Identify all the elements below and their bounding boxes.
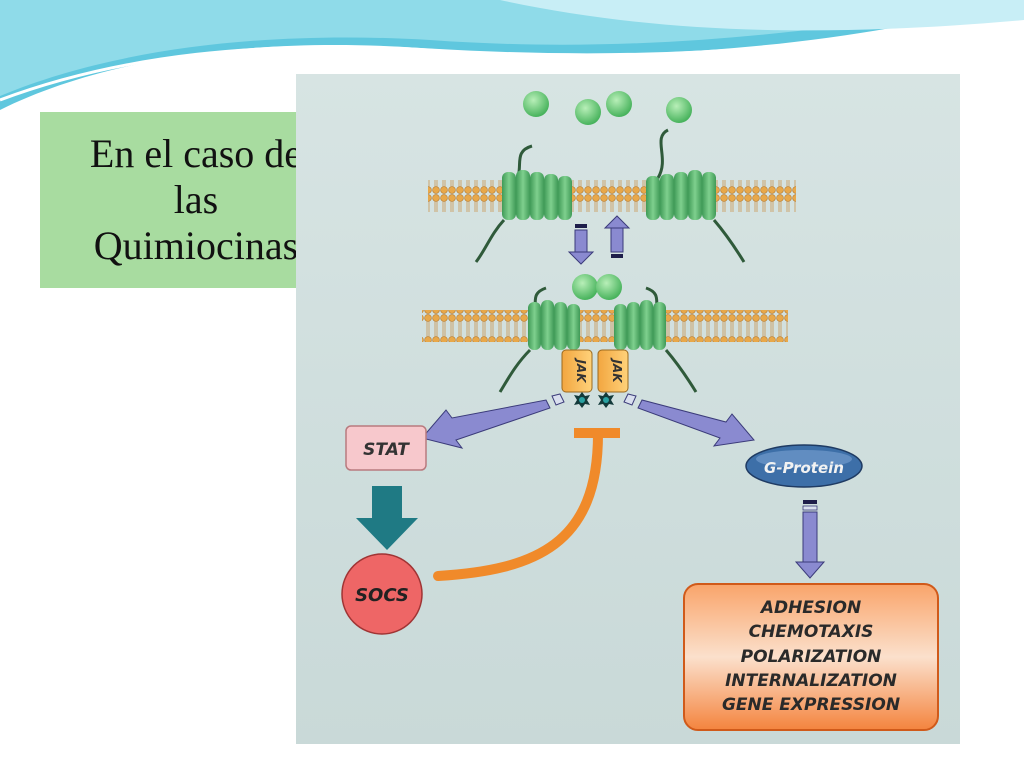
top-wave-decoration xyxy=(0,0,1024,110)
lower-cell-membrane xyxy=(422,310,788,342)
socs-inhibition-line xyxy=(433,428,620,581)
jak-right: JAK xyxy=(597,349,629,393)
outcome-item: GENE EXPRESSION xyxy=(722,695,900,715)
outcomes-box: ADHESION CHEMOTAXIS POLARIZATION INTERNA… xyxy=(683,583,939,731)
gprotein-node: G-Protein xyxy=(745,444,863,488)
receptor-monomer-left xyxy=(474,144,572,263)
jak-left: JAK xyxy=(561,349,593,393)
title-line: Quimiocinas xyxy=(93,223,299,268)
chemokine-ligands xyxy=(523,91,692,125)
stat-label: STAT xyxy=(363,440,410,460)
chemokine-ball xyxy=(575,99,601,125)
outcome-item: CHEMOTAXIS xyxy=(749,622,874,642)
outcome-item: ADHESION xyxy=(759,598,861,618)
stat-node: STAT xyxy=(345,425,427,471)
chemokine-signaling-diagram: JAK JAK STAT xyxy=(341,91,939,731)
chemokine-ball xyxy=(606,91,632,117)
chemokine-ball xyxy=(666,97,692,123)
socs-label: SOCS xyxy=(355,585,409,606)
upper-cell-membrane xyxy=(428,180,796,212)
stat-to-socs-arrow xyxy=(356,486,418,550)
title-line: las xyxy=(173,177,219,222)
gprotein-label: G-Protein xyxy=(764,459,844,477)
receptor-dimer xyxy=(498,274,698,393)
jak-right-label: JAK xyxy=(610,357,624,384)
outcome-item: INTERNALIZATION xyxy=(725,671,897,691)
arrow-to-outcomes xyxy=(794,500,826,579)
jak-left-label: JAK xyxy=(574,357,588,384)
outcome-item: POLARIZATION xyxy=(741,647,882,667)
phosphorylation-sites xyxy=(574,392,614,408)
arrow-to-stat xyxy=(421,393,565,449)
dimerization-arrows xyxy=(567,215,631,265)
chemokine-ball xyxy=(523,91,549,117)
receptor-monomer-right xyxy=(646,128,746,263)
signaling-diagram-panel: JAK JAK STAT xyxy=(296,74,960,744)
arrow-to-gprotein xyxy=(623,393,755,447)
title-line: En el caso de xyxy=(89,131,303,176)
socs-node: SOCS xyxy=(341,553,423,635)
